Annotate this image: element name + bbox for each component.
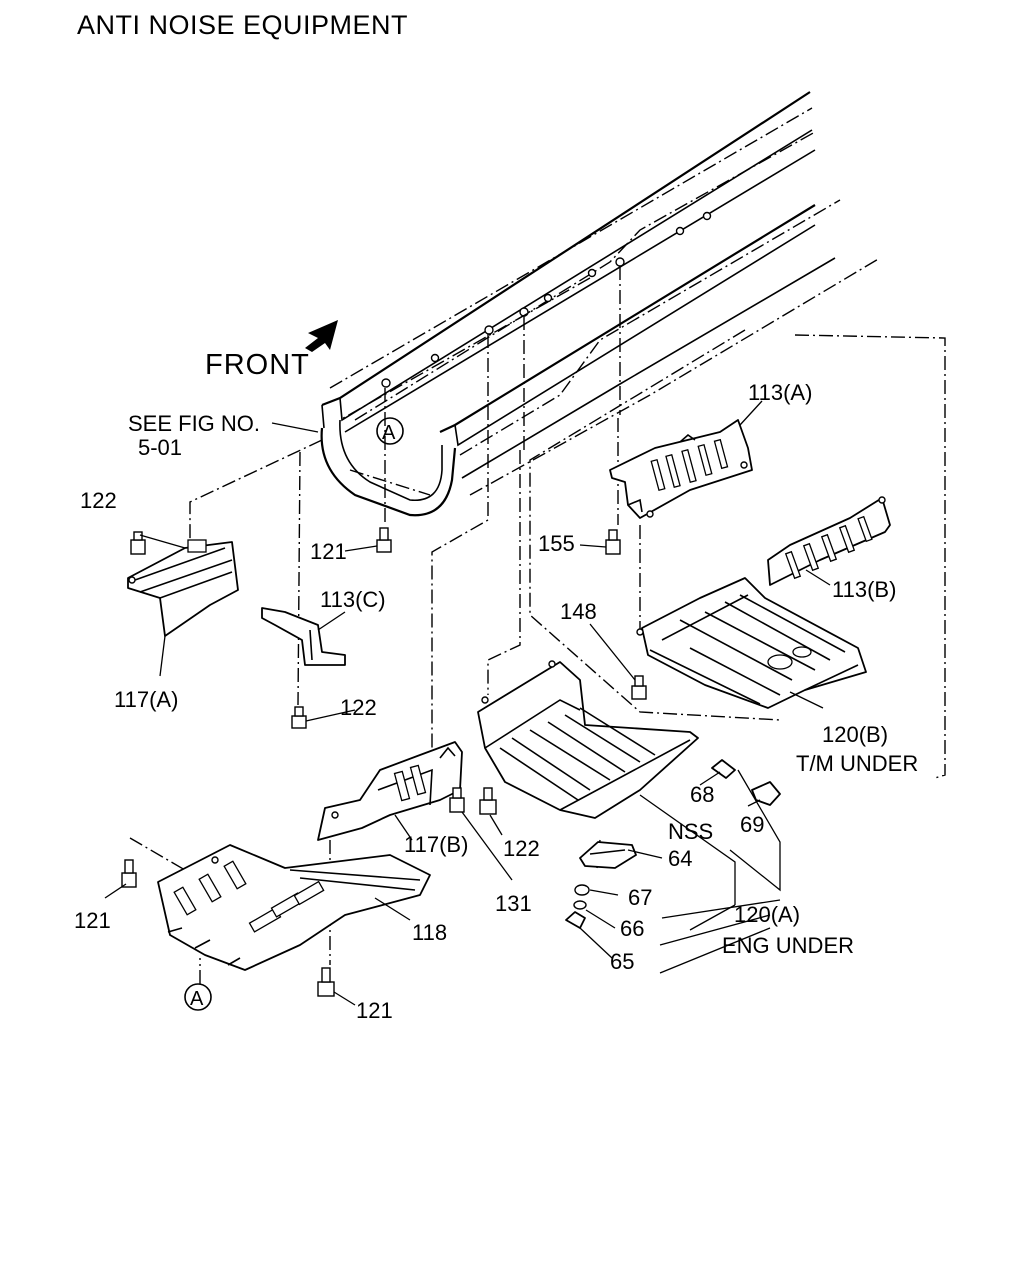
callout-122-mid: 122 xyxy=(340,695,377,720)
callout-120b: 120(B) xyxy=(822,722,888,747)
front-label: FRONT xyxy=(205,349,310,381)
callout-155: 155 xyxy=(538,531,575,556)
leader-lines xyxy=(104,400,831,1006)
part-120b xyxy=(636,577,867,709)
nss-hardware xyxy=(565,759,781,929)
part-117b xyxy=(317,741,463,841)
callout-113c: 113(C) xyxy=(320,587,386,612)
callout-121-left: 121 xyxy=(74,908,111,933)
bolt-121-bottom-icon xyxy=(317,967,335,997)
callout-118: 118 xyxy=(412,920,447,945)
callout-120a: 120(A) xyxy=(734,902,800,927)
part-113b xyxy=(767,496,891,586)
diagram-title: ANTI NOISE EQUIPMENT xyxy=(77,10,408,40)
see-fig-label: SEE FIG NO. xyxy=(128,411,260,436)
callout-64: 64 xyxy=(668,846,692,871)
ref-marker-a-top: A xyxy=(376,417,404,445)
callout-148: 148 xyxy=(560,599,597,624)
part-118 xyxy=(157,844,431,971)
ref-marker-a-bottom: A xyxy=(184,958,212,1011)
bolt-131-icon xyxy=(449,787,465,813)
bolt-148-icon xyxy=(631,675,647,700)
callout-121-bottom: 121 xyxy=(356,998,393,1023)
chassis-frame xyxy=(320,91,881,517)
callout-121-top: 121 xyxy=(310,539,347,564)
bolt-121-top-icon xyxy=(376,527,392,553)
part-120a xyxy=(477,660,699,819)
part-117a xyxy=(127,539,239,637)
callout-66: 66 xyxy=(620,916,644,941)
svg-text:A: A xyxy=(190,988,204,1010)
bolt-122-right-icon xyxy=(479,787,497,815)
svg-text:A: A xyxy=(382,422,396,444)
callout-67: 67 xyxy=(628,885,652,910)
callout-131: 131 xyxy=(495,891,532,916)
callout-65: 65 xyxy=(610,949,634,974)
see-fig-number: 5-01 xyxy=(138,435,182,460)
callout-nss: NSS xyxy=(668,819,713,844)
bolt-122-mid-icon xyxy=(291,706,307,729)
callout-120a-desc: ENG UNDER xyxy=(722,933,854,958)
bolt-121-left-icon xyxy=(121,859,137,888)
callouts: 122 121 113(C) 117(A) 122 155 113(A) 113… xyxy=(74,380,918,1023)
bolt-122-top-icon xyxy=(130,531,146,555)
bolt-155-icon xyxy=(605,529,621,555)
callout-69: 69 xyxy=(740,812,764,837)
part-113c xyxy=(261,607,346,666)
callout-122-top: 122 xyxy=(80,488,117,513)
callout-117b: 117(B) xyxy=(404,832,468,857)
callout-68: 68 xyxy=(690,782,714,807)
part-113a xyxy=(609,419,753,519)
callout-122-right: 122 xyxy=(503,836,540,861)
callout-113b: 113(B) xyxy=(832,577,896,602)
callout-117a: 117(A) xyxy=(114,687,178,712)
bolts xyxy=(121,527,647,997)
callout-113a: 113(A) xyxy=(748,380,812,405)
front-arrow-icon xyxy=(305,320,338,352)
callout-120b-desc: T/M UNDER xyxy=(796,751,918,776)
